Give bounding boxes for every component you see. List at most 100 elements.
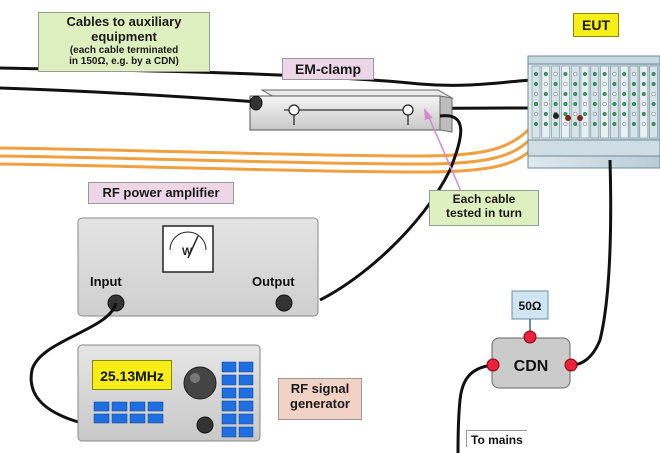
rack-led (534, 121, 539, 126)
rack-led (632, 121, 637, 126)
cables-label-line3: (each cable terminated (69, 44, 179, 56)
rack-led (583, 91, 588, 96)
rack-led (553, 91, 558, 96)
generator-key (93, 413, 110, 424)
rack-led (583, 111, 588, 116)
rack-led (602, 71, 607, 76)
rf-signal-generator-label: RF signal generator (278, 378, 362, 420)
rack-led (543, 121, 548, 126)
cdn-terminal-left (486, 358, 500, 372)
input-label: Input (90, 274, 122, 289)
rack-led (622, 91, 627, 96)
orange-cable-1 (0, 126, 532, 158)
rack-led (651, 121, 656, 126)
rack-led (632, 91, 637, 96)
rack-led (612, 71, 617, 76)
generator-key (238, 387, 254, 399)
rack-led (632, 71, 637, 76)
rack-slot (580, 65, 590, 139)
rack-led (573, 91, 578, 96)
rack-led (612, 101, 617, 106)
rack-led (563, 111, 568, 116)
rack-led (602, 121, 607, 126)
rack-knob (577, 115, 583, 121)
rack-knob (565, 115, 571, 121)
rack-led (632, 101, 637, 106)
em-clamp (249, 89, 454, 133)
generator-key (221, 387, 237, 399)
generator-key (238, 413, 254, 425)
rf-power-amplifier-label: RF power amplifier (88, 182, 234, 204)
rack-led (543, 91, 548, 96)
fifty-ohm-load (511, 290, 549, 320)
rack-led (563, 121, 568, 126)
rack-led (641, 91, 646, 96)
rack-led (573, 121, 578, 126)
eut-label: EUT (573, 13, 619, 37)
rack-led (583, 101, 588, 106)
rack-led (641, 111, 646, 116)
output-connector (275, 294, 293, 312)
cdn-label: CDN (514, 358, 549, 375)
generator-key (129, 413, 146, 424)
cdn-to-mains-cable (456, 363, 493, 453)
rf-power-amplifier (77, 217, 319, 317)
rack-led (563, 81, 568, 86)
eut-to-cdn-cable (571, 159, 613, 367)
rack-led (622, 121, 627, 126)
rack-led (612, 81, 617, 86)
orange-cable-2 (0, 134, 536, 166)
rack-led (622, 81, 627, 86)
rack-led (534, 91, 539, 96)
rack-led (632, 81, 637, 86)
rack-led (573, 101, 578, 106)
rack-led (641, 71, 646, 76)
rack-led (573, 111, 578, 116)
rack-slot (551, 65, 560, 139)
rack-led (534, 81, 539, 86)
rack-led (583, 71, 588, 76)
each-cable-line2: tested in turn (445, 205, 522, 220)
rack-led (632, 111, 637, 116)
rack-knob (553, 113, 559, 119)
to-mains-label: To mains (466, 430, 527, 447)
each-cable-label: Each cable tested in turn (429, 190, 539, 226)
rack-led (592, 91, 597, 96)
rack-led (651, 91, 656, 96)
em-clamp-label: EM-clamp (282, 58, 374, 80)
eut-rack (527, 55, 660, 169)
rack-led (602, 101, 607, 106)
orange-cable-3 (0, 141, 540, 174)
rack-slot (629, 65, 639, 139)
rack-led (553, 101, 558, 106)
rack-led (534, 101, 539, 106)
rack-led (534, 111, 539, 116)
cables-label-line4: in 150Ω, e.g. by a CDN) (69, 56, 179, 68)
generator-key (221, 413, 237, 425)
frequency-display: 25.13MHz (92, 360, 172, 390)
each-cable-line1: Each cable (452, 192, 516, 206)
rack-led (573, 81, 578, 86)
rack-led (622, 101, 627, 106)
generator-key (129, 401, 146, 412)
rack-slot (649, 65, 658, 139)
rack-led (563, 91, 568, 96)
rack-led (583, 121, 588, 126)
rack-slot (590, 65, 600, 139)
rack-led (592, 71, 597, 76)
generator-key (111, 401, 128, 412)
rack-led (651, 81, 656, 86)
rf-signal-generator-line1: RF signal (290, 381, 350, 396)
rack-led (622, 71, 627, 76)
rack-led (592, 81, 597, 86)
rf-signal-generator-line2: generator (290, 395, 350, 411)
rack-led (612, 111, 617, 116)
cdn-terminal-right (564, 358, 578, 372)
rack-led (553, 71, 558, 76)
rack-led (543, 71, 548, 76)
rack-led (563, 101, 568, 106)
cables-label-line1: Cables to auxiliary (66, 14, 182, 29)
cdn-terminal-top (523, 330, 537, 344)
generator-key (221, 400, 237, 412)
generator-key (221, 361, 237, 373)
